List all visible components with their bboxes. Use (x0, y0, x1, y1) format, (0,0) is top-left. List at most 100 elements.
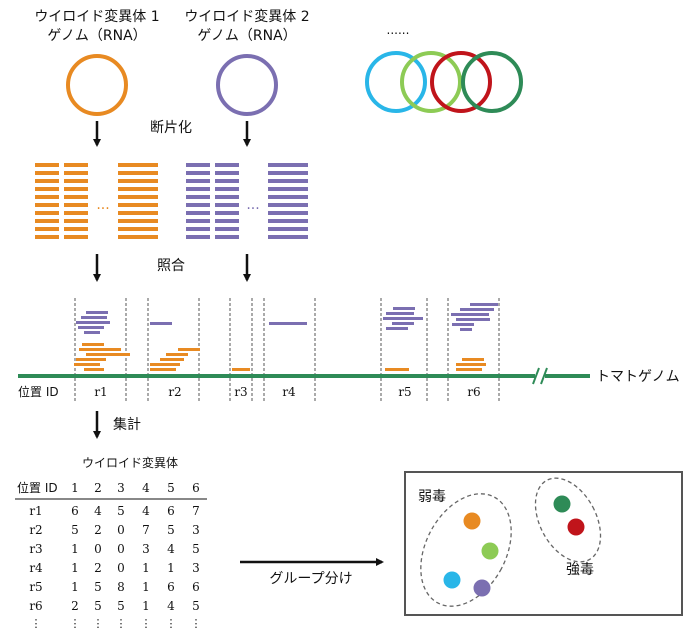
table-column-header: 4 (142, 481, 150, 495)
viroid2-read (451, 313, 489, 316)
more-viroids-ellipsis: ...... (387, 23, 410, 37)
orange-fragment (64, 179, 88, 183)
weak-group-label: 弱毒 (418, 489, 446, 505)
orange-fragment (118, 163, 158, 167)
fragmentation-label: 断片化 (150, 120, 192, 136)
table-column-header: 1 (71, 481, 79, 495)
table-cell: 2 (94, 523, 102, 537)
orange-fragment (64, 219, 88, 223)
orange-fragment (118, 195, 158, 199)
table-cell: 7 (142, 523, 150, 537)
region-label-r1: r1 (94, 385, 107, 399)
purple-fragment (268, 227, 308, 231)
viroid2-read (86, 311, 108, 314)
viroid2-read (452, 323, 474, 326)
table-cell: 0 (117, 542, 125, 556)
table-cell: 1 (142, 580, 150, 594)
aligned-reads (74, 303, 498, 371)
viroid1-read (86, 353, 130, 356)
other-viroid-circle-red (430, 51, 492, 113)
orange-fragment (35, 227, 59, 231)
region-label-r3: r3 (234, 385, 247, 399)
table-cell: 6 (167, 580, 175, 594)
orange-fragment (35, 179, 59, 183)
aggregation-label: 集計 (113, 416, 141, 433)
table-cell: 3 (192, 561, 200, 575)
table-cell: 4 (167, 599, 175, 613)
table-cell: 5 (117, 599, 125, 613)
other-viroid-circle-lightgreen (400, 51, 462, 113)
orange-fragment (64, 171, 88, 175)
viroid1-title: ウイロイド変異体 1 (34, 8, 159, 25)
purple-fragment (215, 235, 239, 239)
table-cell: 5 (71, 523, 79, 537)
orange-fragment (64, 235, 88, 239)
viroid2-title: ウイロイド変異体 2 (184, 8, 309, 25)
orange-fragment (35, 235, 59, 239)
table-continuation: ⋮ (141, 617, 152, 630)
purple-fragment (186, 235, 210, 239)
viroid1-read (160, 358, 184, 361)
orange-fragment (64, 211, 88, 215)
purple-fragment (268, 235, 308, 239)
viroid2-read (456, 318, 490, 321)
table-continuation: ⋮ (31, 617, 42, 630)
orange-fragment (118, 179, 158, 183)
viroid1-read (178, 348, 200, 351)
table-row-id: r5 (29, 580, 42, 594)
viroid2-read (269, 322, 307, 325)
table-column-header: 2 (94, 481, 102, 495)
purple-fragment (215, 187, 239, 191)
orange-fragments-ellipsis: ... (96, 197, 109, 213)
table-continuation: ⋮ (70, 617, 81, 630)
viroid1-read (150, 368, 176, 371)
viroid1-read (166, 353, 188, 356)
purple-fragment (186, 179, 210, 183)
orange-fragment (118, 227, 158, 231)
viroid2-read (84, 331, 100, 334)
viroid1-read (462, 358, 484, 361)
purple-fragment (268, 211, 308, 215)
orange-fragment (35, 211, 59, 215)
viroid2-read (81, 316, 107, 319)
purple-fragment (186, 203, 210, 207)
orange-fragment (118, 187, 158, 191)
table-row-id: r1 (29, 504, 42, 518)
table-continuation: ⋮ (116, 617, 127, 630)
table-cell: 5 (117, 504, 125, 518)
orange-fragment (35, 163, 59, 167)
region-dividers (74, 298, 500, 402)
orange-fragment (64, 203, 88, 207)
genome-break-slash-1 (532, 367, 540, 385)
strong-group-dot (567, 518, 585, 536)
orange-fragment (35, 195, 59, 199)
purple-fragment (215, 195, 239, 199)
orange-fragment (118, 235, 158, 239)
genome-break-gap (535, 366, 545, 386)
weak-group-dot (473, 579, 491, 597)
orange-fragment (118, 219, 158, 223)
purple-fragments (186, 163, 308, 239)
purple-fragment (215, 163, 239, 167)
table-cell: 1 (167, 561, 175, 575)
region-label-r6: r6 (467, 385, 480, 399)
viroid2-read (383, 317, 423, 320)
purple-fragment (215, 227, 239, 231)
table-cell: 5 (94, 599, 102, 613)
table-row-id: r2 (29, 523, 42, 537)
purple-fragment (215, 179, 239, 183)
viroid2-genome-circle (216, 54, 278, 116)
viroid2-read (393, 307, 415, 310)
genome-break-slash-2 (540, 367, 548, 385)
table-cell: 1 (71, 542, 79, 556)
region-label-r4: r4 (282, 385, 296, 399)
purple-fragment (186, 211, 210, 215)
other-viroid-circles (365, 51, 523, 113)
table-row-id: r4 (29, 561, 43, 575)
viroid2-read (460, 328, 472, 331)
table-cell: 0 (117, 561, 125, 575)
orange-fragment (64, 195, 88, 199)
